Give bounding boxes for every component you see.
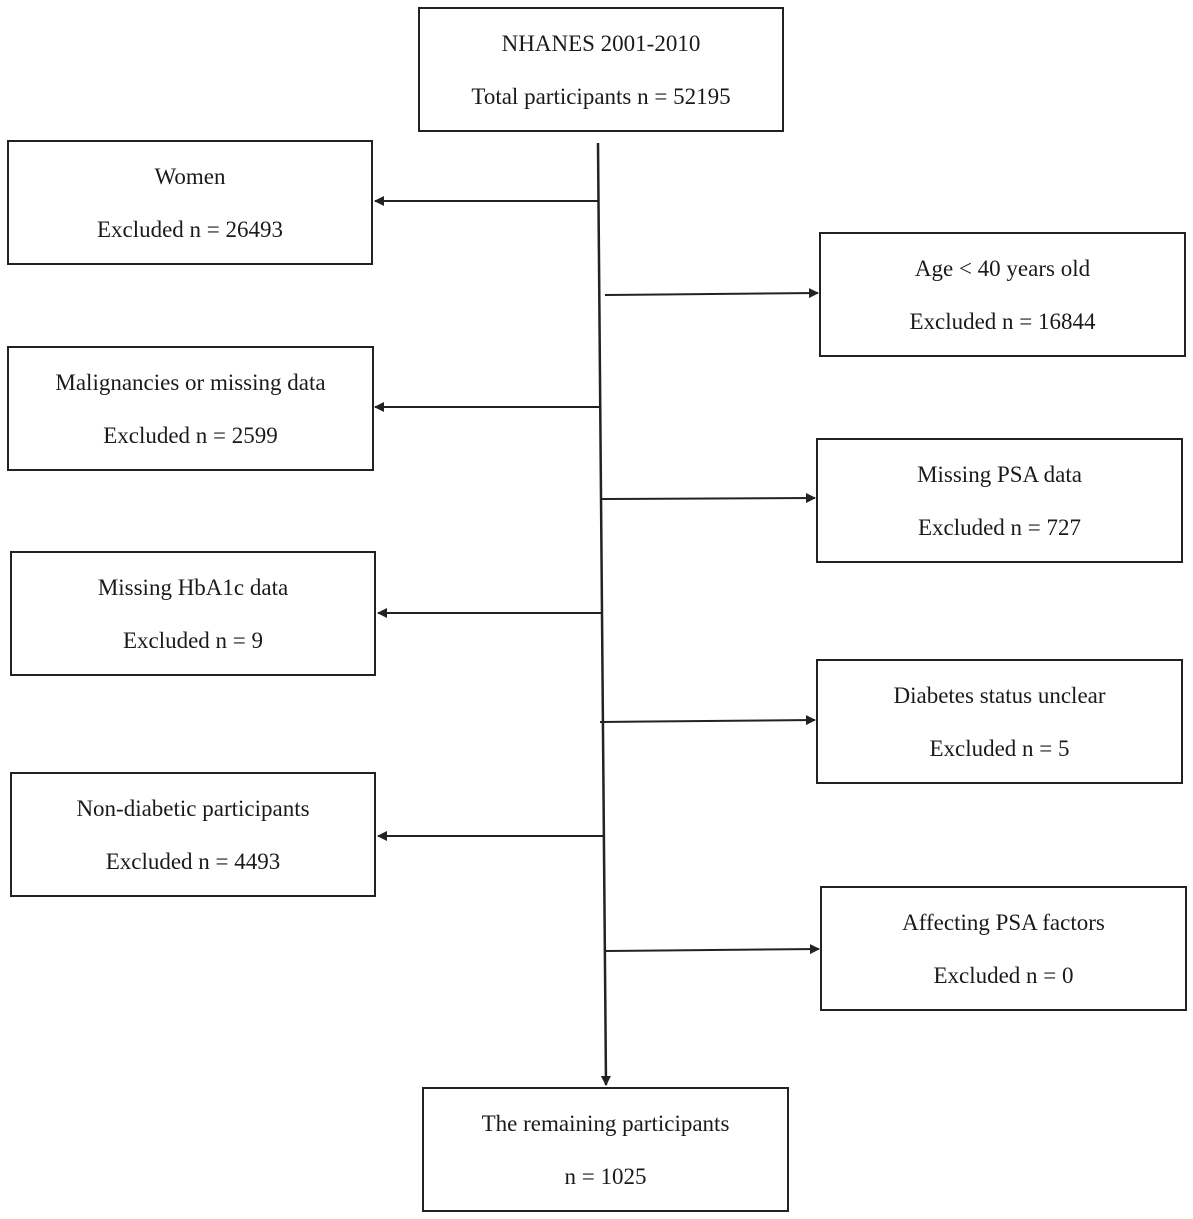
left-box-women-count: Excluded n = 26493 [96, 216, 284, 242]
right-box-psa-factors: Affecting PSA factors Excluded n = 0 [820, 886, 1187, 1011]
left-box-nondiabetic: Non-diabetic participants Excluded n = 4… [10, 772, 376, 897]
right-box-psa-missing-count: Excluded n = 727 [917, 514, 1082, 540]
arrow-to-age [604, 288, 819, 299]
right-box-psa-factors-count: Excluded n = 0 [933, 962, 1074, 988]
right-box-diabetes-unclear-label: Diabetes status unclear [893, 682, 1106, 708]
bottom-box-remaining-count: n = 1025 [564, 1163, 647, 1189]
arrow-to-diabetes-unclear [599, 715, 816, 726]
left-box-malignancies-label: Malignancies or missing data [55, 369, 326, 395]
top-box-title: NHANES 2001-2010 [501, 30, 701, 56]
top-box-count: Total participants n = 52195 [471, 83, 731, 109]
left-box-hba1c: Missing HbA1c data Excluded n = 9 [10, 551, 376, 676]
bottom-box-remaining-label: The remaining participants [481, 1110, 730, 1136]
left-box-nondiabetic-label: Non-diabetic participants [76, 795, 310, 821]
left-box-hba1c-count: Excluded n = 9 [122, 627, 264, 653]
left-box-malignancies-count: Excluded n = 2599 [103, 422, 278, 448]
arrow-to-psa-missing [600, 493, 816, 504]
right-box-age-label: Age < 40 years old [914, 255, 1091, 281]
right-box-psa-factors-label: Affecting PSA factors [902, 909, 1105, 935]
right-box-diabetes-unclear: Diabetes status unclear Excluded n = 5 [816, 659, 1183, 784]
left-box-malignancies: Malignancies or missing data Excluded n … [7, 346, 374, 471]
right-box-age: Age < 40 years old Excluded n = 16844 [819, 232, 1186, 357]
right-box-psa-missing-label: Missing PSA data [917, 461, 1082, 487]
right-box-diabetes-unclear-count: Excluded n = 5 [929, 735, 1070, 761]
right-box-psa-missing: Missing PSA data Excluded n = 727 [816, 438, 1183, 563]
left-box-hba1c-label: Missing HbA1c data [97, 574, 289, 600]
right-box-age-count: Excluded n = 16844 [909, 308, 1096, 334]
bottom-box-remaining: The remaining participants n = 1025 [422, 1087, 789, 1212]
top-box-nhanes: NHANES 2001-2010 Total participants n = … [418, 7, 784, 132]
left-box-women-label: Women [154, 163, 226, 189]
left-box-nondiabetic-count: Excluded n = 4493 [105, 848, 281, 874]
left-box-women: Women Excluded n = 26493 [7, 140, 373, 265]
arrow-to-psa-factors [604, 944, 820, 955]
